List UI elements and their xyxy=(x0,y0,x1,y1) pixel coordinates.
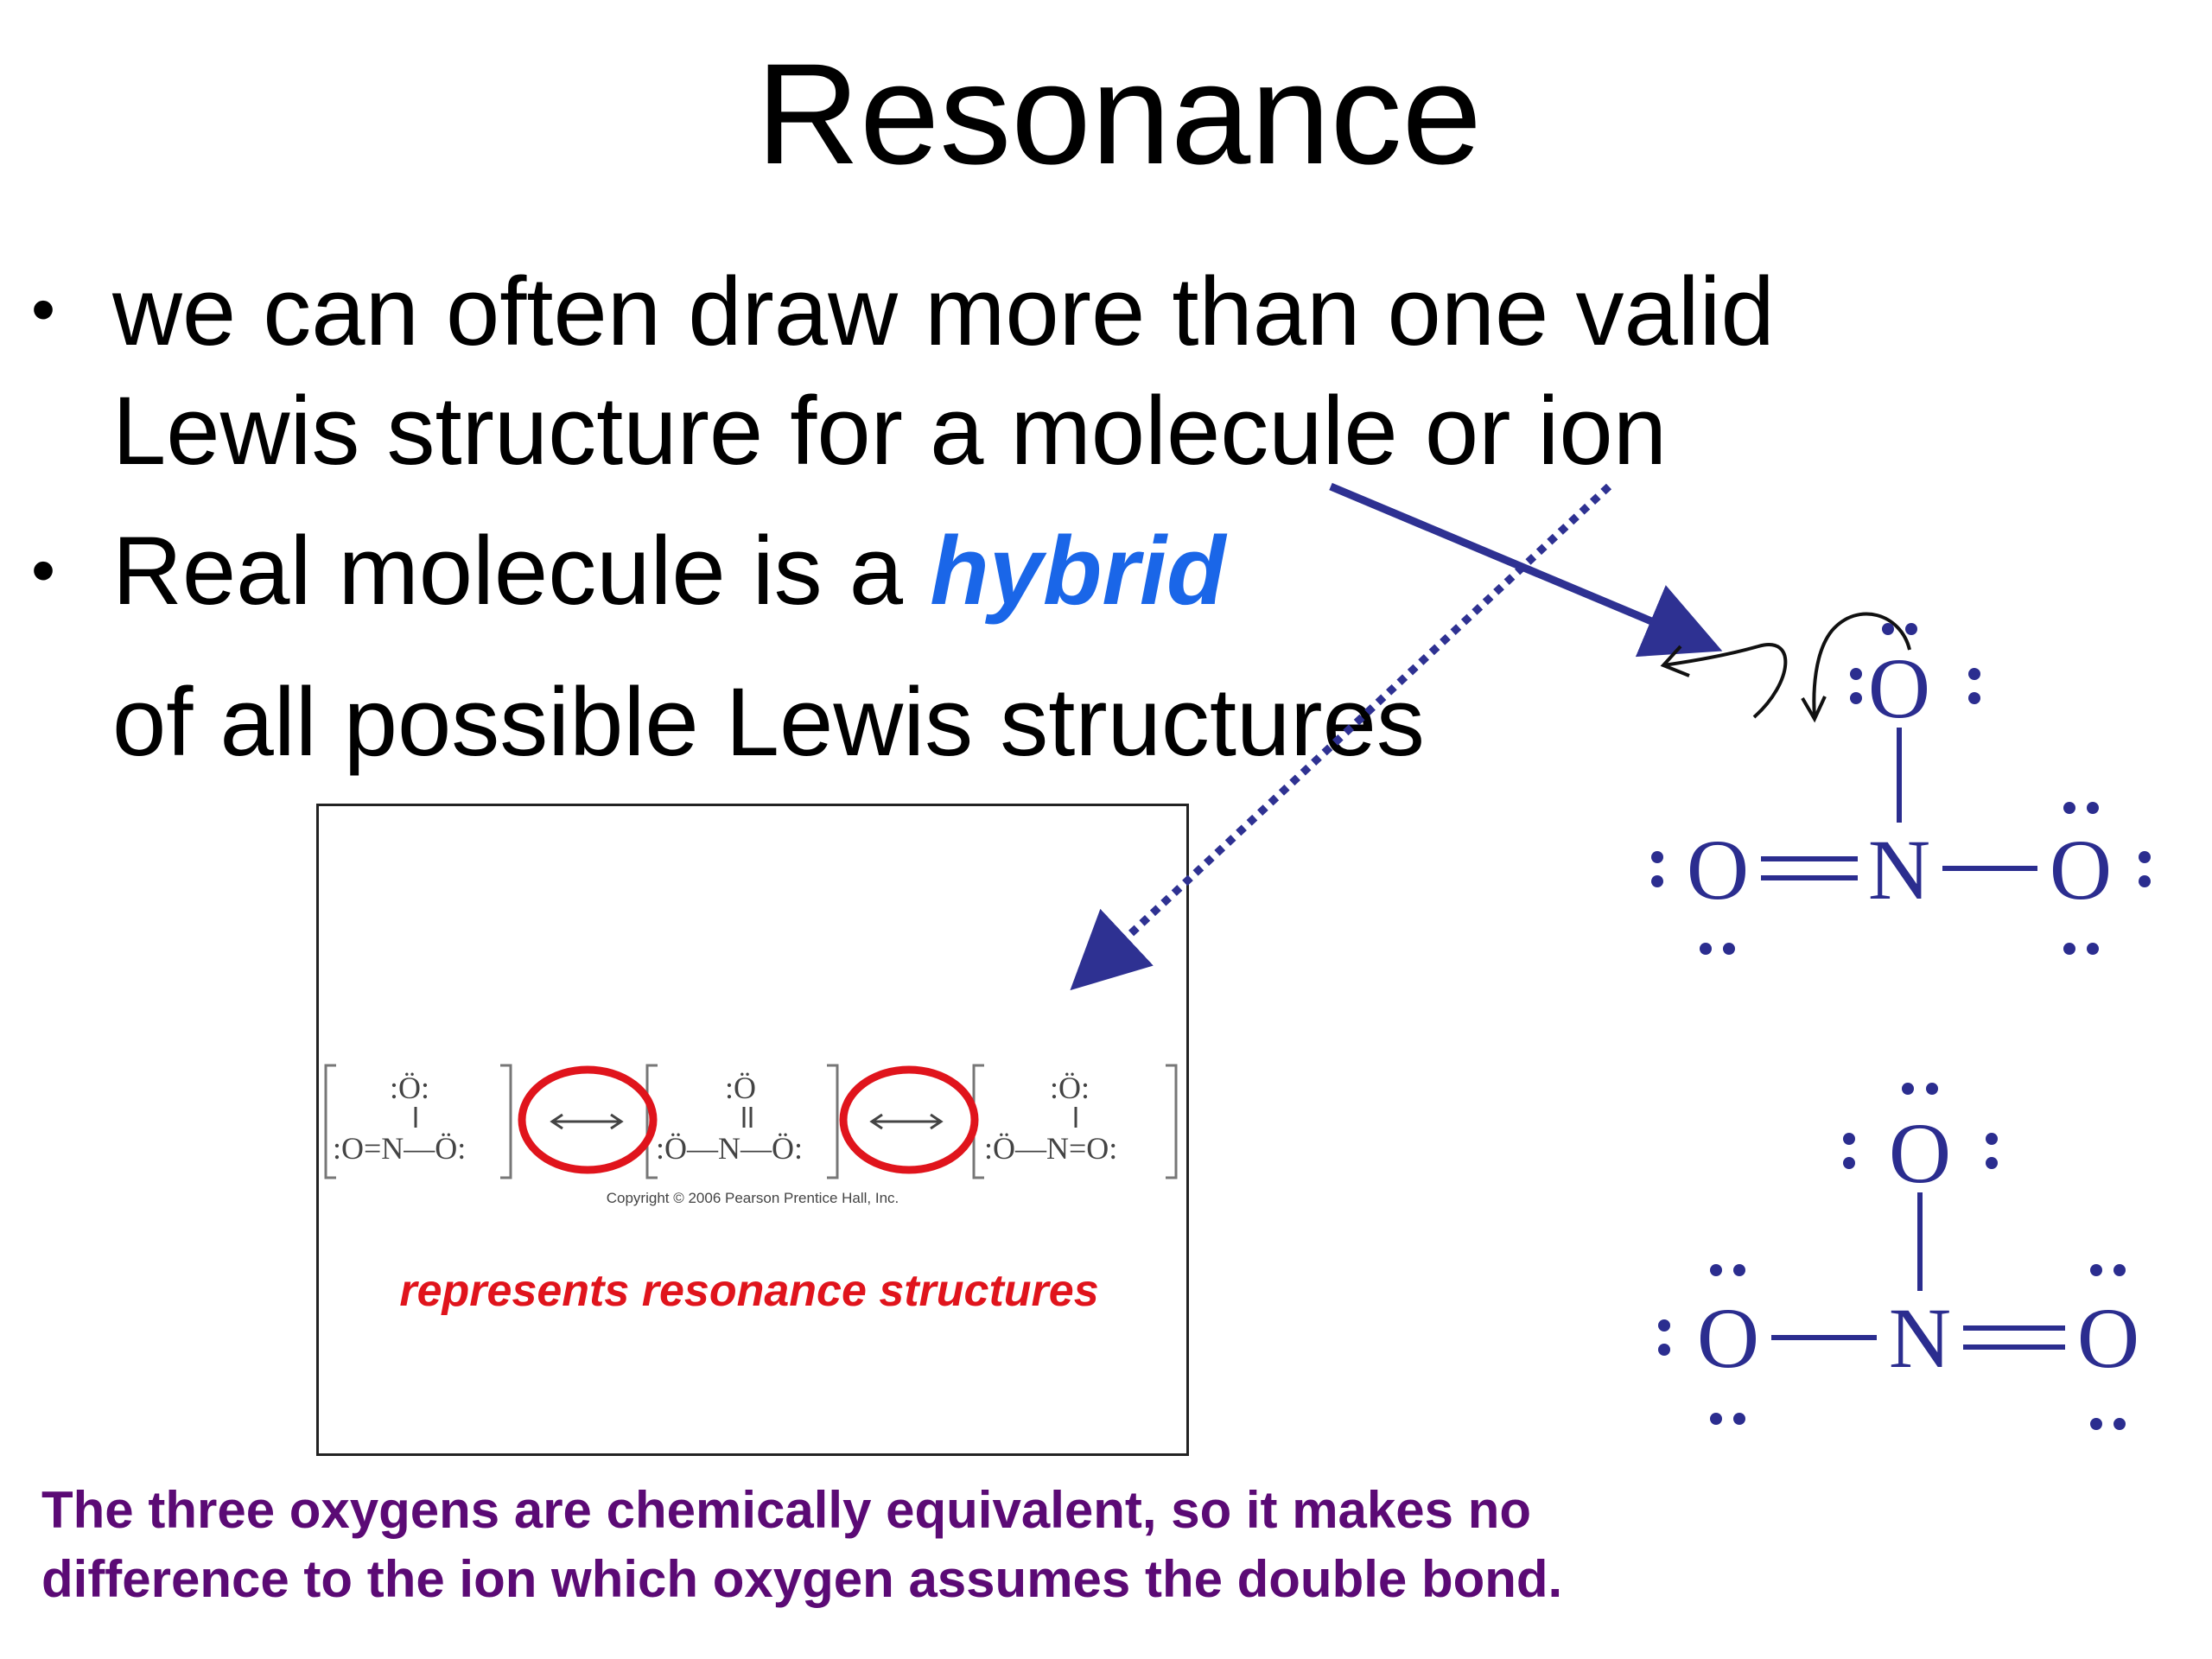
structure-1-top: :Ö: xyxy=(390,1071,429,1105)
copyright-text: Copyright © 2006 Pearson Prentice Hall, … xyxy=(607,1190,899,1206)
lower-o-right: O xyxy=(2077,1290,2139,1386)
bullet-1-line-1: we can often draw more than one valid xyxy=(112,257,1775,365)
resonance-arrow-1 xyxy=(550,1113,624,1130)
structure-2-top: :Ö xyxy=(725,1071,756,1105)
dotted-pointer-arrow xyxy=(1070,483,1612,991)
bullet-2-line-2: of all possible Lewis structures xyxy=(112,668,1425,776)
resonance-figure: :Ö: :O=N—Ö: :Ö :Ö—N—Ö: :Ö: :Ö—N=O: xyxy=(316,804,1189,1456)
highlight-circle-2 xyxy=(839,1065,979,1174)
structure-2-bottom: :Ö—N—Ö: xyxy=(656,1131,803,1166)
resonance-structure-1: :Ö: :O=N—Ö: xyxy=(324,1064,512,1179)
bullet-2-prefix: Real molecule is a xyxy=(112,517,931,625)
slide-title: Resonance xyxy=(756,35,1482,194)
highlight-circle-1 xyxy=(518,1065,658,1174)
structure-1-bottom: :O=N—Ö: xyxy=(333,1131,466,1166)
curved-electron-arrows xyxy=(1660,612,1911,723)
resonance-structure-3: :Ö: :Ö—N=O: xyxy=(972,1064,1178,1179)
upper-n: N xyxy=(1868,822,1930,918)
nitrate-structure-upper: O O N O xyxy=(1651,623,2151,955)
nitrate-structure-lower: O O N O xyxy=(1658,1083,2139,1430)
bullet-marker-1: • xyxy=(31,270,56,347)
upper-o-top: O xyxy=(1868,640,1930,736)
lower-n: N xyxy=(1889,1290,1951,1386)
resonance-structure-2: :Ö :Ö—N—Ö: xyxy=(645,1064,839,1179)
bullet-1-line-2: Lewis structure for a molecule or ion xyxy=(112,377,1667,485)
upper-o-right: O xyxy=(2050,822,2112,918)
resonance-note: represents resonance structures xyxy=(399,1266,1098,1316)
lower-o-left: O xyxy=(1697,1290,1759,1386)
structure-3-bottom: :Ö—N=O: xyxy=(984,1131,1117,1166)
hybrid-emphasis: hybrid xyxy=(930,517,1226,625)
bullet-2-line-1: Real molecule is a hybrid xyxy=(112,523,1225,620)
resonance-structures-svg: :Ö: :O=N—Ö: :Ö :Ö—N—Ö: :Ö: :Ö—N=O: xyxy=(324,1064,1178,1316)
upper-o-left: O xyxy=(1687,822,1749,918)
resonance-arrow-2 xyxy=(869,1113,944,1130)
lower-o-top: O xyxy=(1889,1105,1951,1201)
caption-text: The three oxygens are chemically equival… xyxy=(41,1481,1563,1608)
bullet-marker-2: • xyxy=(31,531,56,608)
structure-3-top: :Ö: xyxy=(1050,1071,1090,1105)
